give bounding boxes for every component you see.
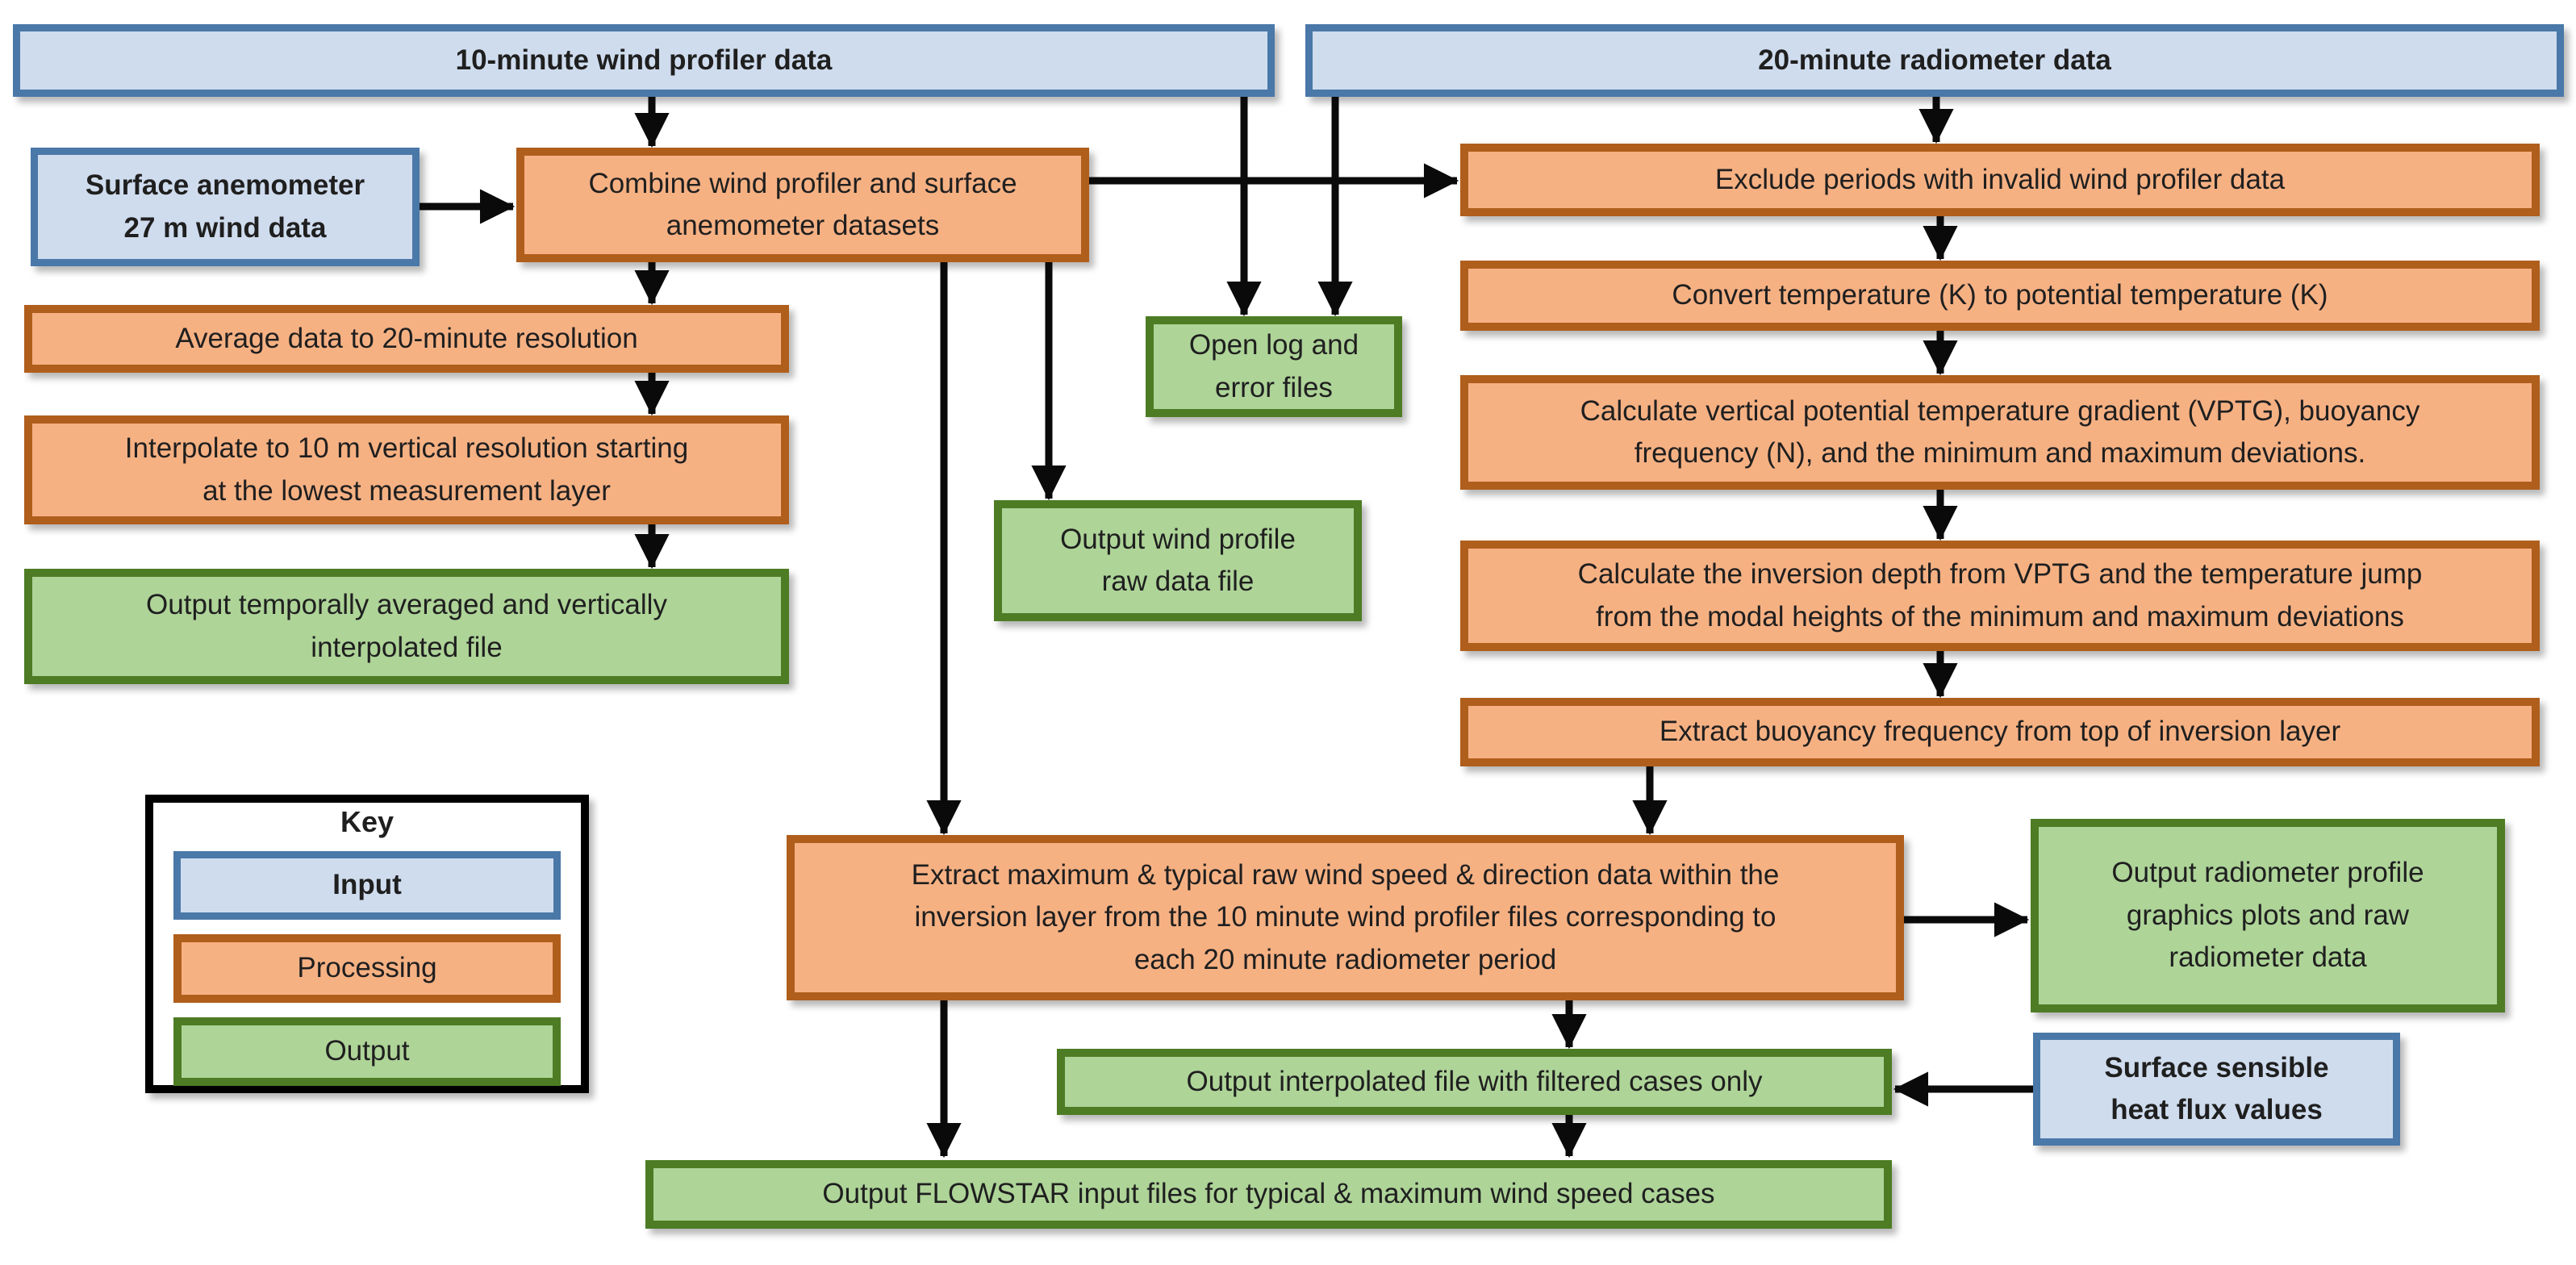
node-output-flowstar: Output FLOWSTAR input files for typical … bbox=[645, 1160, 1892, 1229]
node-convert-temperature: Convert temperature (K) to potential tem… bbox=[1460, 261, 2540, 331]
node-10min-wind-profiler-data: 10-minute wind profiler data bbox=[13, 24, 1275, 97]
node-interpolate-vertical: Interpolate to 10 m vertical resolution … bbox=[24, 415, 789, 524]
node-calculate-inversion-depth: Calculate the inversion depth from VPTG … bbox=[1460, 541, 2540, 651]
node-surface-sensible-heat-flux: Surface sensible heat flux values bbox=[2033, 1033, 2400, 1146]
node-output-radiometer-profile: Output radiometer profile graphics plots… bbox=[2031, 819, 2505, 1012]
node-surface-anemometer: Surface anemometer 27 m wind data bbox=[31, 148, 420, 266]
node-combine-datasets: Combine wind profiler and surface anemom… bbox=[516, 148, 1089, 262]
node-average-data: Average data to 20-minute resolution bbox=[24, 305, 789, 373]
legend-input-swatch: Input bbox=[173, 851, 561, 920]
node-output-interpolated-filtered: Output interpolated file with filtered c… bbox=[1057, 1049, 1892, 1115]
node-20min-radiometer-data: 20-minute radiometer data bbox=[1305, 24, 2564, 97]
node-open-log-error-files: Open log and error files bbox=[1146, 316, 1402, 417]
legend-output-swatch: Output bbox=[173, 1017, 561, 1086]
legend-title: Key bbox=[340, 805, 395, 838]
node-output-wind-profile-raw: Output wind profile raw data file bbox=[994, 500, 1362, 621]
node-extract-wind-speed-direction: Extract maximum & typical raw wind speed… bbox=[787, 835, 1904, 1000]
node-calculate-vptg: Calculate vertical potential temperature… bbox=[1460, 375, 2540, 490]
node-output-temporally-averaged: Output temporally averaged and verticall… bbox=[24, 569, 789, 684]
legend-processing-swatch: Processing bbox=[173, 934, 561, 1003]
node-exclude-invalid-periods: Exclude periods with invalid wind profil… bbox=[1460, 144, 2540, 216]
node-extract-buoyancy-frequency: Extract buoyancy frequency from top of i… bbox=[1460, 698, 2540, 766]
